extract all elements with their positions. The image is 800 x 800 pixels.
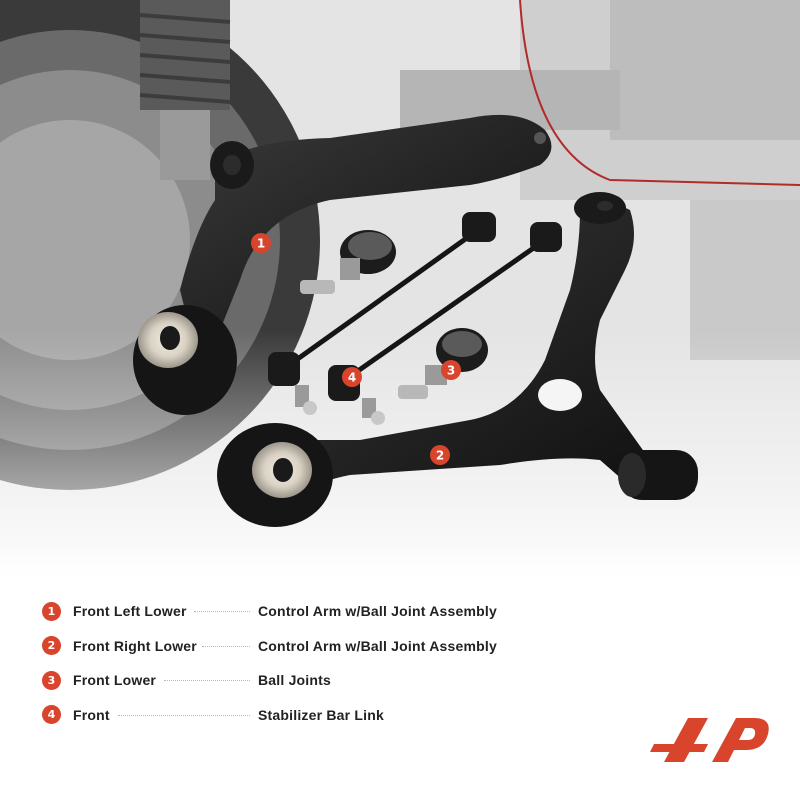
leader-line <box>118 714 250 716</box>
callout-3-label: 3 <box>447 364 455 378</box>
callout-2-label: 2 <box>436 449 444 463</box>
legend-part: Control Arm w/Ball Joint Assembly <box>258 603 497 620</box>
ball-joint-upper <box>300 230 396 294</box>
stabilizer-link-a <box>268 212 496 415</box>
stabilizer-link-b <box>328 222 562 425</box>
legend-part: Ball Joints <box>258 672 331 689</box>
legend-number-badge: 4 <box>42 705 61 725</box>
legend-number-badge: 2 <box>42 636 61 656</box>
legend-row: 3 Front Lower Ball Joints <box>42 663 512 698</box>
background-scene <box>0 0 800 580</box>
legend-number-badge: 3 <box>42 670 61 690</box>
leader-line <box>164 680 250 682</box>
parts-legend: 1 Front Left Lower Control Arm w/Ball Jo… <box>42 594 512 732</box>
left-control-arm <box>133 114 552 415</box>
legend-part: Stabilizer Bar Link <box>258 706 384 723</box>
callout-1-label: 1 <box>257 237 265 251</box>
legend-position: Front <box>73 706 110 723</box>
legend-part: Control Arm w/Ball Joint Assembly <box>258 637 497 654</box>
ap-brand-logo-icon <box>650 718 769 762</box>
legend-number-badge: 1 <box>42 601 61 621</box>
parts-photo: 1 2 3 4 <box>0 0 800 580</box>
right-control-arm <box>217 192 698 527</box>
legend-position: Front Left Lower <box>73 603 187 620</box>
callout-2: 2 <box>430 445 450 465</box>
legend-row: 1 Front Left Lower Control Arm w/Ball Jo… <box>42 594 512 629</box>
legend-row: 4 Front Stabilizer Bar Link <box>42 698 512 733</box>
legend-row: 2 Front Right Lower Control Arm w/Ball J… <box>42 629 512 664</box>
leader-line <box>194 611 250 613</box>
legend-position: Front Lower <box>73 672 157 689</box>
callout-4-label: 4 <box>348 371 356 385</box>
callout-3: 3 <box>441 360 461 380</box>
callout-1: 1 <box>251 233 271 253</box>
leader-line <box>202 645 250 647</box>
callout-4: 4 <box>342 367 362 387</box>
legend-position: Front Right Lower <box>73 637 197 654</box>
